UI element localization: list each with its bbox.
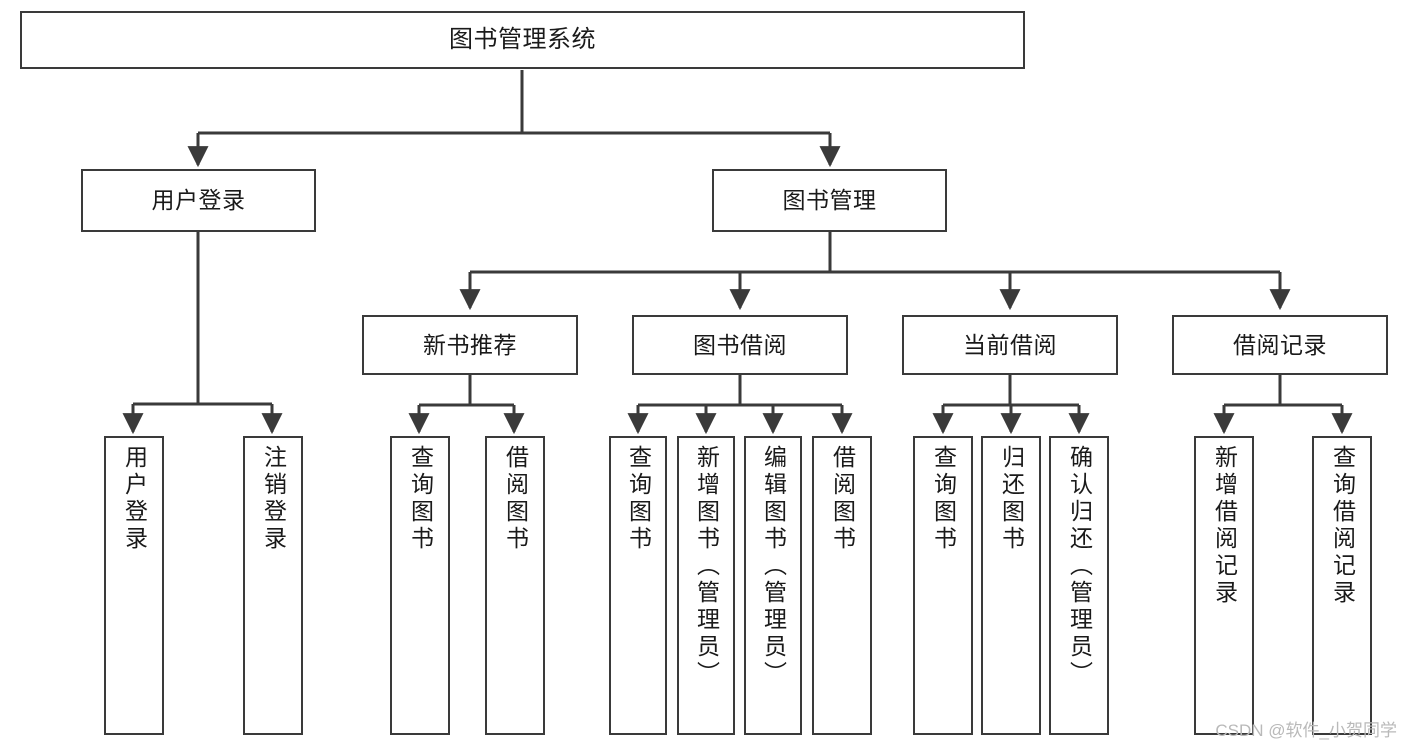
node-current-borrow[interactable]: 当前借阅	[902, 315, 1118, 375]
node-label: 查询图书	[930, 445, 957, 553]
node-leaf-user-login[interactable]: 用户登录	[104, 436, 164, 735]
node-user-login[interactable]: 用户登录	[81, 169, 316, 232]
node-leaf-user-logout[interactable]: 注销登录	[243, 436, 303, 735]
node-label: 用户登录	[151, 187, 246, 214]
node-label: 当前借阅	[963, 331, 1057, 358]
node-leaf-confirm-return[interactable]: 确认归还（管理员）	[1049, 436, 1109, 735]
node-label: 借阅图书	[829, 445, 856, 553]
node-label: 新增借阅记录	[1211, 445, 1238, 607]
node-leaf-edit-book[interactable]: 编辑图书（管理员）	[744, 436, 802, 735]
node-label: 查询图书	[625, 445, 652, 553]
node-leaf-query-book-3[interactable]: 查询图书	[913, 436, 973, 735]
node-label: 用户登录	[121, 445, 148, 553]
node-label: 查询借阅记录	[1329, 445, 1356, 607]
node-book-borrow[interactable]: 图书借阅	[632, 315, 848, 375]
node-label: 图书借阅	[693, 331, 787, 358]
node-leaf-return-book[interactable]: 归还图书	[981, 436, 1041, 735]
node-label: 借阅记录	[1233, 331, 1327, 358]
node-root-system[interactable]: 图书管理系统	[20, 11, 1025, 69]
node-book-management[interactable]: 图书管理	[712, 169, 947, 232]
node-leaf-query-book-2[interactable]: 查询图书	[609, 436, 667, 735]
node-leaf-borrow-book-2[interactable]: 借阅图书	[812, 436, 872, 735]
node-leaf-add-book[interactable]: 新增图书（管理员）	[677, 436, 735, 735]
node-label: 借阅图书	[502, 445, 529, 553]
node-label: 归还图书	[998, 445, 1025, 553]
node-leaf-query-book-1[interactable]: 查询图书	[390, 436, 450, 735]
node-label: 编辑图书（管理员）	[760, 445, 787, 688]
node-label: 注销登录	[260, 445, 287, 553]
node-label: 图书管理系统	[449, 26, 596, 54]
node-label: 查询图书	[407, 445, 434, 553]
node-borrow-records[interactable]: 借阅记录	[1172, 315, 1388, 375]
node-label: 新书推荐	[423, 331, 517, 358]
node-leaf-query-record[interactable]: 查询借阅记录	[1312, 436, 1372, 735]
node-label: 确认归还（管理员）	[1066, 445, 1093, 688]
node-leaf-borrow-book-1[interactable]: 借阅图书	[485, 436, 545, 735]
node-leaf-add-record[interactable]: 新增借阅记录	[1194, 436, 1254, 735]
node-label: 图书管理	[782, 187, 877, 214]
node-label: 新增图书（管理员）	[693, 445, 720, 688]
node-new-book-recommend[interactable]: 新书推荐	[362, 315, 578, 375]
